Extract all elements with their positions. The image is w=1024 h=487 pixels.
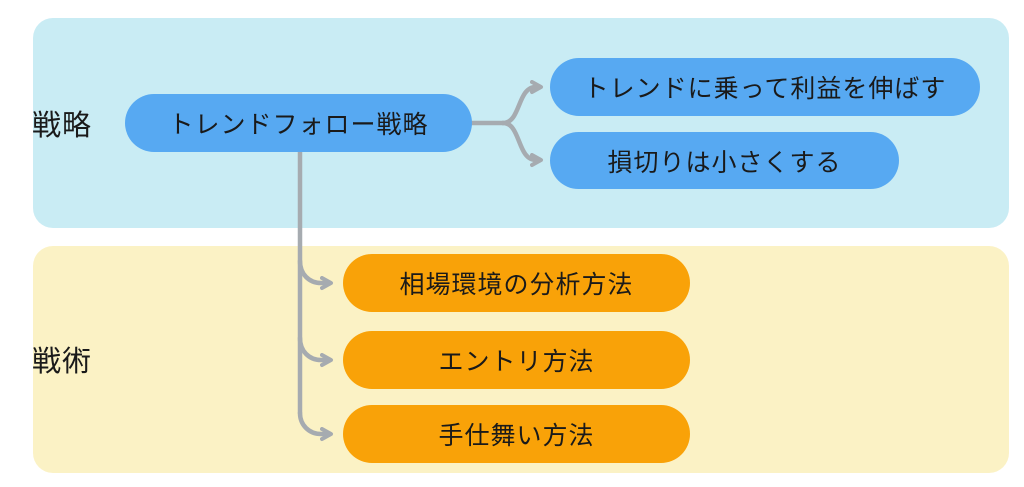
strategy-section-label: 戦略 — [32, 110, 93, 142]
node-entry-method: エントリ方法 — [343, 331, 690, 389]
tactics-section-label: 戦術 — [32, 346, 93, 378]
node-ride-trend-extend-profit: トレンドに乗って利益を伸ばす — [550, 58, 980, 116]
node-trend-follow-strategy: トレンドフォロー戦略 — [125, 94, 472, 152]
node-exit-method: 手仕舞い方法 — [343, 405, 690, 463]
node-keep-losses-small: 損切りは小さくする — [550, 132, 899, 189]
node-market-analysis-method: 相場環境の分析方法 — [343, 254, 690, 312]
